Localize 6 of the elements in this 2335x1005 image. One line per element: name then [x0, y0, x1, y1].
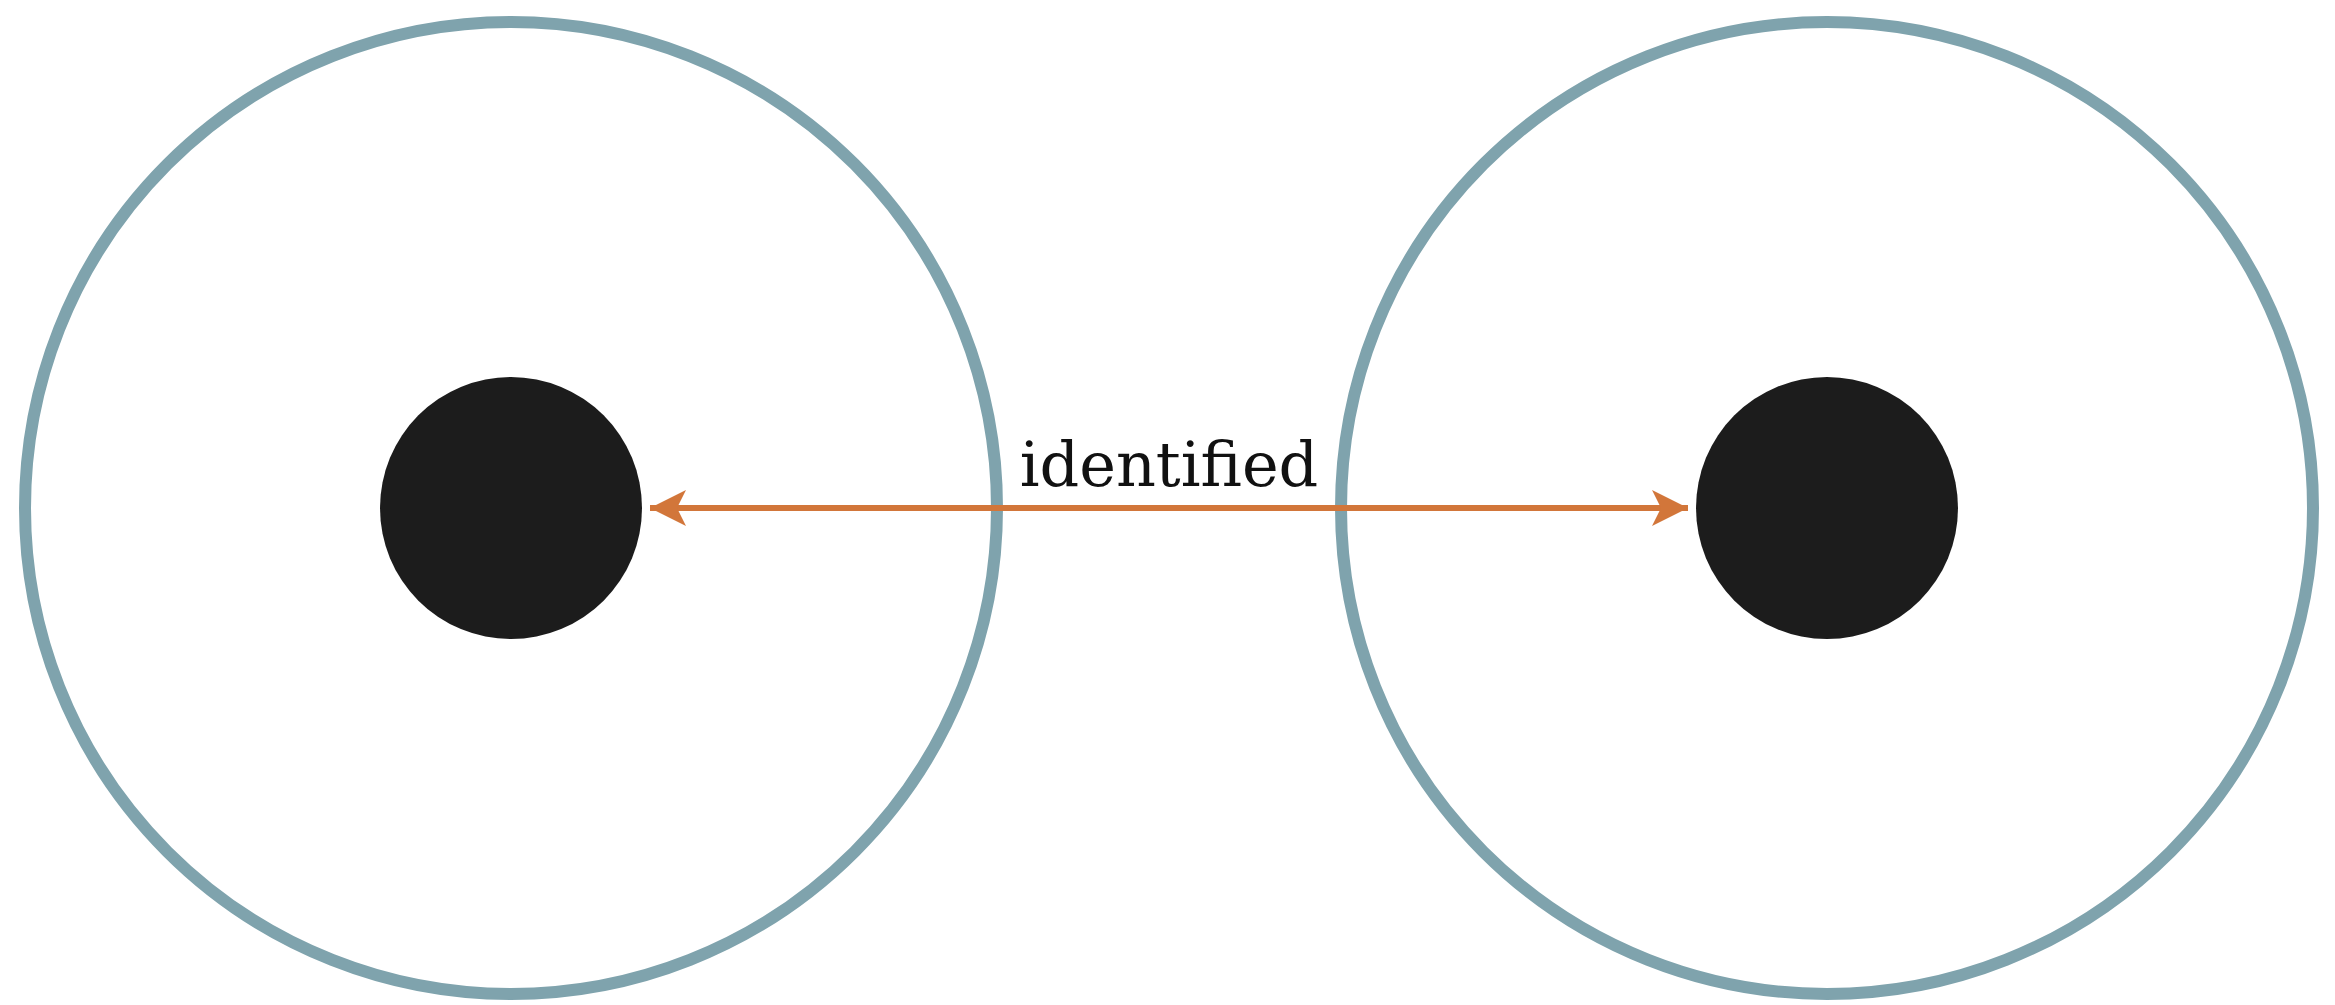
filled-dot [1696, 377, 1958, 639]
edge-label: identified [1019, 434, 1319, 496]
double-headed-arrow [650, 490, 1688, 526]
circle-outline [1335, 16, 2319, 1000]
circle-outline [19, 16, 1003, 1000]
filled-dot [380, 377, 642, 639]
